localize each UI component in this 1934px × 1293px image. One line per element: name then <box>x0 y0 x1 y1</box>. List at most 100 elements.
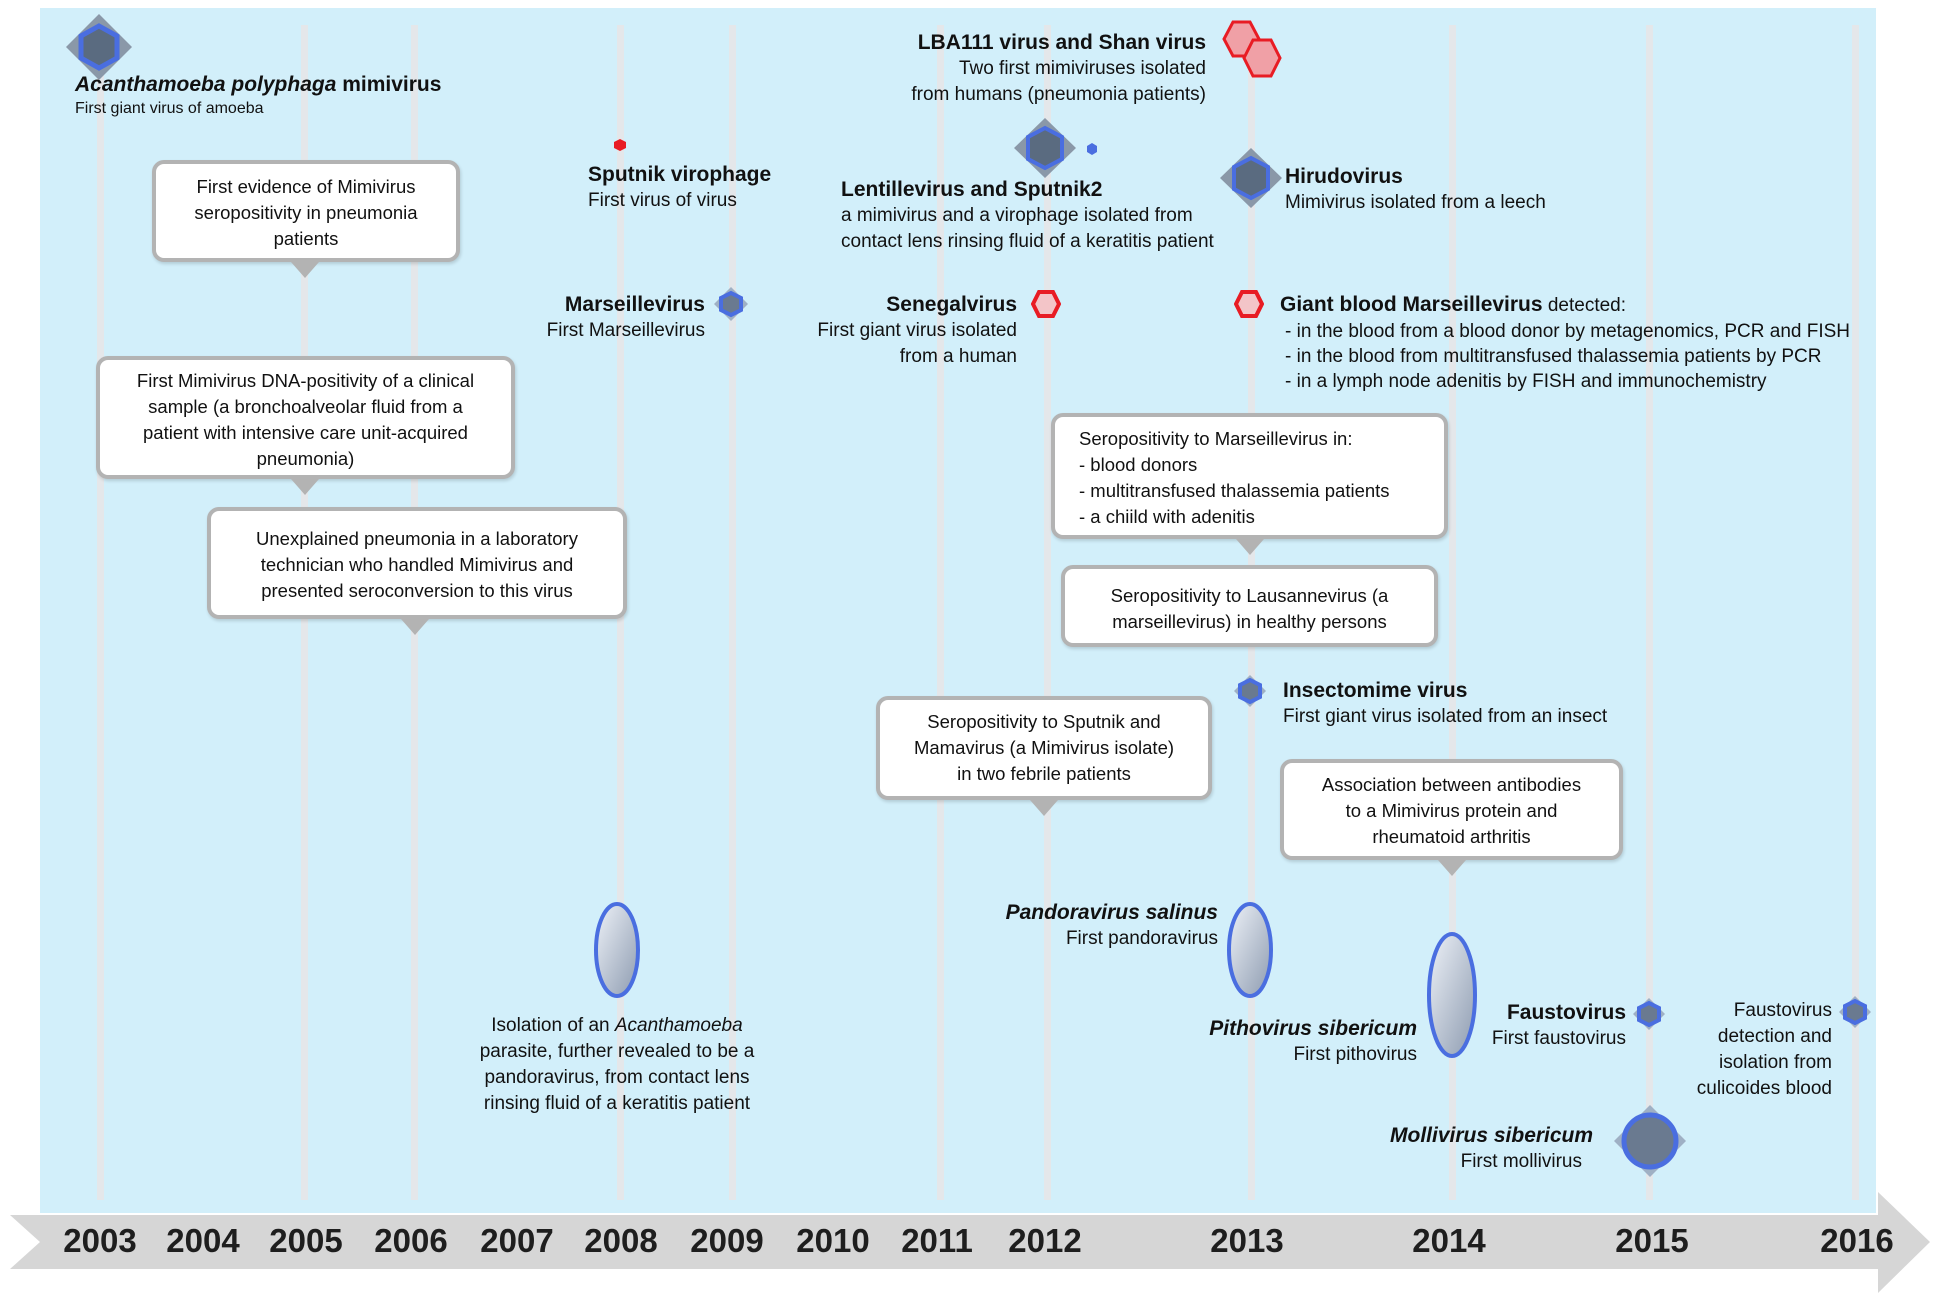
blue-hexagon-virus-icon <box>1839 996 1871 1028</box>
year-label-2013: 2013 <box>1210 1222 1284 1259</box>
blue-hexagon-virus-icon <box>714 287 748 321</box>
callout-lausanne-line-1: Seropositivity to Lausannevirus (a <box>1110 585 1389 606</box>
pandoravirus-desc: First pandoravirus <box>1065 928 1218 949</box>
lba111-desc-1: Two first mimiviruses isolated <box>958 58 1206 79</box>
giant-blood-line-1: - in the blood from a blood donor by met… <box>1285 321 1851 342</box>
callout-ra-line-1: Association between antibodies <box>1321 774 1582 795</box>
event-insectomime: Insectomime virus First giant virus isol… <box>1283 678 1607 730</box>
year-label-2012: 2012 <box>1008 1222 1082 1259</box>
callout-ra-line-3: rheumatoid arthritis <box>1372 826 1531 847</box>
blue-hexagon-virus-icon <box>1234 675 1266 707</box>
callout-sero-sputnik: Seropositivity to Sputnik and Mamavirus … <box>876 696 1212 800</box>
event-marseillevirus: Marseillevirus First Marseillevirus <box>530 292 705 344</box>
callout-dna-line-3: patient with intensive care unit-acquire… <box>143 422 468 443</box>
giant-blood-title-rest: detected: <box>1542 295 1627 316</box>
year-label-2006: 2006 <box>374 1222 448 1259</box>
acanth-line-2: parasite, further revealed to be a <box>479 1041 755 1062</box>
event-sputnik: Sputnik virophage First virus of virus <box>588 162 771 214</box>
faustovirus-blood-line-2: detection and <box>1717 1026 1832 1047</box>
year-label-2009: 2009 <box>690 1222 764 1259</box>
event-pandoravirus: Pandoravirus salinus First pandoravirus <box>995 900 1218 952</box>
faustovirus-blood-line-1: Faustovirus <box>1733 1000 1832 1021</box>
red-hexagons-icon <box>1222 20 1282 78</box>
mollivirus-desc: First mollivirus <box>1460 1151 1582 1172</box>
callout-sero-pneumonia-line-3: patients <box>273 228 339 249</box>
callout-sero-sputnik-line-3: in two febrile patients <box>957 763 1131 784</box>
year-line-2011 <box>937 25 944 1200</box>
insectomime-title: Insectomime virus <box>1283 679 1468 702</box>
callout-lab-technician: Unexplained pneumonia in a laboratory te… <box>207 507 627 619</box>
hirudovirus-title: Hirudovirus <box>1285 165 1403 188</box>
callout-antibodies-ra-pointer <box>1438 860 1466 876</box>
pithovirus-desc: First pithovirus <box>1293 1044 1417 1065</box>
year-label-2004: 2004 <box>166 1222 240 1259</box>
insectomime-desc: First giant virus isolated from an insec… <box>1283 706 1608 727</box>
year-label-2005: 2005 <box>269 1222 343 1259</box>
blue-diamond-virus-icon <box>66 14 132 80</box>
blue-dot-icon <box>1087 143 1097 155</box>
year-line-2014 <box>1449 25 1456 1200</box>
event-mollivirus: Mollivirus sibericum First mollivirus <box>1390 1123 1594 1175</box>
event-pithovirus: Pithovirus sibericum First pithovirus <box>1205 1016 1417 1068</box>
callout-lausanne-line-2: marseillevirus) in healthy persons <box>1112 611 1387 632</box>
red-hexagon-icon <box>1234 290 1264 318</box>
callout-sero-marseille-line-2: - blood donors <box>1079 454 1198 475</box>
callout-sero-sputnik-line-1: Seropositivity to Sputnik and <box>927 711 1161 732</box>
callout-lab-line-2: technician who handled Mimivirus and <box>260 554 574 575</box>
year-label-2003: 2003 <box>63 1222 137 1259</box>
acanth-line-1-pre: Isolation of an <box>491 1015 615 1036</box>
callout-lab-line-3: presented seroconversion to this virus <box>261 580 573 601</box>
callout-lab-technician-pointer <box>401 619 429 635</box>
year-label-2010: 2010 <box>796 1222 870 1259</box>
acanth-line-1-italic: Acanthamoeba <box>614 1015 743 1036</box>
hirudovirus-desc: Mimivirus isolated from a leech <box>1285 192 1546 213</box>
callout-sero-marseille-line-3: - multitransfused thalassemia patients <box>1079 480 1390 501</box>
event-hirudovirus: Hirudovirus Mimivirus isolated from a le… <box>1285 164 1546 216</box>
callout-dna-positivity-pointer <box>291 479 319 495</box>
event-senegalvirus: Senegalvirus First giant virus isolated … <box>780 292 1017 370</box>
event-faustovirus: Faustovirus First faustovirus <box>1470 1000 1626 1052</box>
lba111-desc-2: from humans (pneumonia patients) <box>911 84 1206 105</box>
faustovirus-blood-line-3: isolation from <box>1719 1052 1832 1073</box>
lba111-title: LBA111 virus and Shan virus <box>917 31 1206 54</box>
callout-dna-line-1: First Mimivirus DNA-positivity of a clin… <box>136 370 475 391</box>
callout-sero-marseillevirus-pointer <box>1236 539 1264 555</box>
callout-dna-line-2: sample (a bronchoalveolar fluid from a <box>148 396 463 417</box>
blue-diamond-virus-icon <box>1220 148 1282 208</box>
event-faustovirus-blood: Faustovirus detection and isolation from… <box>1660 998 1832 1102</box>
blue-ellipse-virus-icon <box>1227 902 1273 998</box>
year-label-2016: 2016 <box>1820 1222 1894 1259</box>
callout-lab-line-1: Unexplained pneumonia in a laboratory <box>256 528 578 549</box>
year-label-2015: 2015 <box>1615 1222 1689 1259</box>
pithovirus-title: Pithovirus sibericum <box>1209 1017 1417 1040</box>
event-giant-blood-marseillevirus: Giant blood Marseillevirus detected: - i… <box>1280 292 1850 394</box>
blue-circle-virus-icon <box>1614 1105 1686 1177</box>
giant-blood-line-2: - in the blood from multitransfused thal… <box>1285 346 1822 367</box>
sputnik-title: Sputnik virophage <box>588 163 772 186</box>
callout-sero-marseille-line-1: Seropositivity to Marseillevirus in: <box>1079 428 1353 449</box>
senegalvirus-desc-1: First giant virus isolated <box>817 320 1017 341</box>
callout-sero-sputnik-line-2: Mamavirus (a Mimivirus isolate) <box>913 737 1175 758</box>
event-lba111: LBA111 virus and Shan virus Two first mi… <box>880 30 1206 108</box>
acanth-line-4: rinsing fluid of a keratitis patient <box>483 1093 751 1114</box>
sputnik-desc: First virus of virus <box>588 190 737 211</box>
callout-dna-line-4: pneumonia) <box>256 448 355 469</box>
marseillevirus-desc: First Marseillevirus <box>546 320 705 341</box>
mimivirus-title-rest: mimivirus <box>336 73 442 96</box>
year-line-2003 <box>97 25 104 1200</box>
mimivirus-desc: First giant virus of amoeba <box>75 100 264 117</box>
marseillevirus-title: Marseillevirus <box>564 293 705 316</box>
year-line-2009 <box>729 25 736 1200</box>
year-label-2007: 2007 <box>480 1222 554 1259</box>
pandoravirus-title: Pandoravirus salinus <box>1005 901 1218 924</box>
year-label-2008: 2008 <box>584 1222 658 1259</box>
mollivirus-title: Mollivirus sibericum <box>1390 1124 1594 1147</box>
lentillevirus-desc-1: a mimivirus and a virophage isolated fro… <box>841 205 1193 226</box>
blue-ellipse-virus-icon <box>594 902 640 998</box>
lentillevirus-title: Lentillevirus and Sputnik2 <box>841 178 1103 201</box>
year-line-2016 <box>1852 25 1859 1200</box>
year-label-2014: 2014 <box>1412 1222 1486 1259</box>
blue-hexagon-virus-icon <box>1633 998 1665 1030</box>
callout-sero-sputnik-pointer <box>1030 800 1058 816</box>
